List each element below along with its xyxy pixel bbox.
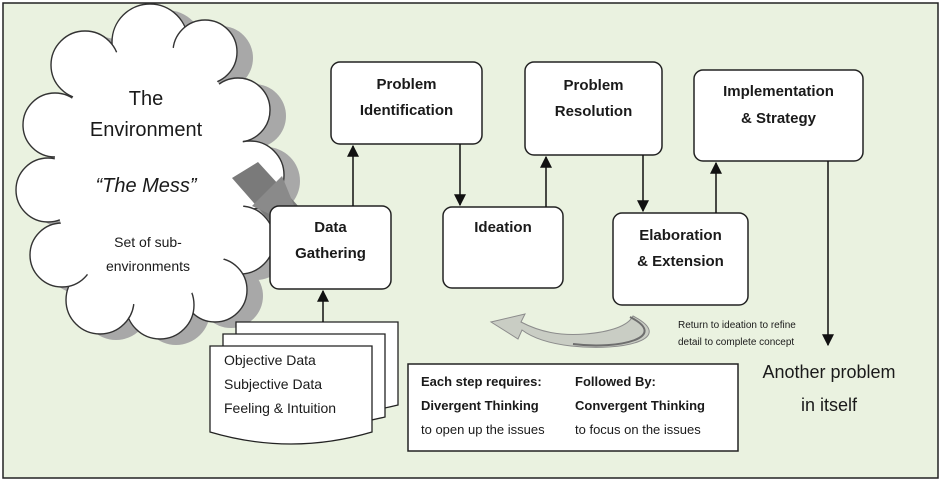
outcome-line2: in itself: [800, 395, 858, 415]
thinking-col2-mode: Convergent Thinking: [575, 398, 705, 413]
document-line-objective: Objective Data: [224, 352, 316, 368]
step-elaboration-line2: & Extension: [637, 253, 724, 270]
step-box-elaboration: [612, 212, 749, 306]
return-note-line1: Return to ideation to refine: [678, 320, 796, 331]
thinking-col1-header: Each step requires:: [421, 374, 542, 389]
step-data-gathering-line2: Gathering: [295, 245, 366, 262]
cloud-title-line1: The: [128, 88, 164, 110]
thinking-box: [407, 363, 739, 452]
cloud-note-line2: environments: [105, 258, 191, 274]
step-problem-resolution-line2: Resolution: [554, 103, 633, 120]
document-line-feeling: Feeling & Intuition: [224, 400, 337, 416]
step-box-problem-identification: [330, 61, 483, 145]
step-problem-identification-line2: Identification: [359, 102, 454, 119]
step-implementation-line2: & Strategy: [740, 110, 817, 127]
thinking-col1-mode: Divergent Thinking: [421, 398, 539, 413]
return-note-line2: detail to complete concept: [678, 337, 795, 348]
outcome-line1: Another problem: [762, 362, 896, 382]
cloud-body: [54, 44, 246, 306]
step-ideation: Ideation: [474, 219, 532, 236]
thinking-col1-desc: to open up the issues: [421, 422, 545, 437]
document-stack: [209, 321, 399, 445]
cloud-subtitle: “The Mess”: [95, 175, 197, 197]
document-line-subjective: Subjective Data: [224, 376, 323, 392]
step-box-problem-resolution: [524, 61, 663, 156]
step-data-gathering-line1: Data: [314, 219, 347, 236]
step-implementation-line1: Implementation: [723, 83, 834, 100]
thinking-col2-header: Followed By:: [575, 374, 656, 389]
step-problem-identification-line1: Problem: [376, 76, 437, 93]
cloud-note-line1: Set of sub-: [114, 234, 182, 250]
step-problem-resolution-line1: Problem: [563, 77, 624, 94]
step-box-data-gathering: [269, 205, 392, 290]
step-box-ideation: [442, 206, 564, 289]
thinking-col2-desc: to focus on the issues: [575, 422, 701, 437]
cloud-title-line2: Environment: [89, 119, 203, 141]
step-elaboration-line1: Elaboration: [639, 227, 722, 244]
step-box-implementation: [693, 69, 864, 162]
return-to-ideation-arrow: [489, 313, 650, 348]
